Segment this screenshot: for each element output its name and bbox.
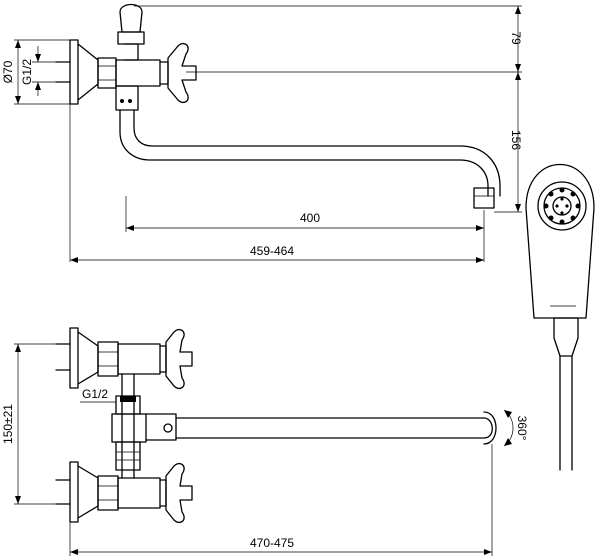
dim-470-475: 470-475 — [250, 536, 294, 550]
dim-thread-g12-top: G1/2 — [20, 59, 34, 85]
dim-459-464: 459-464 — [250, 244, 294, 258]
bottom-view-dimensions — [14, 343, 514, 556]
dim-diameter-70: Ø70 — [1, 60, 15, 83]
dim-400: 400 — [300, 211, 320, 225]
top-view-dimensions — [14, 5, 522, 263]
bottom-view-faucet — [55, 327, 497, 524]
top-view-labels: 79 156 400 459-464 Ø70 G1/2 — [1, 31, 523, 258]
bottom-view-labels: 150±21 G1/2 470-475 360° — [1, 387, 529, 550]
dim-rotation-360: 360° — [515, 416, 529, 441]
dim-79: 79 — [509, 31, 523, 45]
hand-shower — [525, 163, 595, 471]
dim-150-21: 150±21 — [1, 404, 15, 444]
top-view-faucet — [55, 3, 501, 209]
dim-156: 156 — [509, 130, 523, 150]
dim-thread-g12-bottom: G1/2 — [82, 387, 108, 401]
